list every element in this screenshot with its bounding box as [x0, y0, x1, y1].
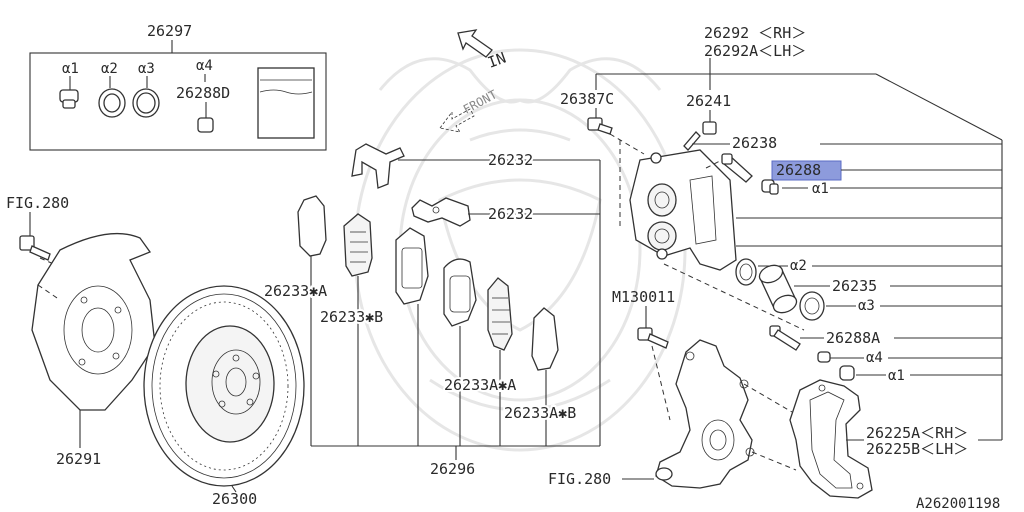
- kit-dust-boot-part: [59, 89, 79, 109]
- fig280-bottom-label: FIG.280: [548, 470, 611, 488]
- brake-pad-ab-part: [531, 307, 559, 371]
- guide-pin-a-label: 26288A: [826, 329, 880, 347]
- brake-rotor-part: [143, 285, 305, 487]
- piston-label: 26235: [832, 277, 877, 295]
- alpha4-label: α4: [866, 350, 883, 366]
- kit-box: [29, 52, 327, 151]
- brake-pad-b-part: [343, 213, 373, 277]
- alpha3-label: α3: [858, 298, 875, 314]
- kit-alpha3-label: α3: [138, 61, 155, 77]
- guide-pin-a-part: [769, 325, 801, 351]
- kit-piston-seal-part: [98, 88, 126, 118]
- kit-pin-part: [197, 117, 214, 133]
- pad-clip-lower-label: 26232: [488, 205, 533, 223]
- caliper-piston-part: [758, 264, 798, 314]
- caliper-lh-label: 26292A＜LH＞: [704, 42, 806, 60]
- pin-sleeve-part: [817, 351, 831, 363]
- alpha1-top-label: α1: [812, 181, 829, 197]
- in-label: IN: [485, 49, 508, 72]
- support-rh-label: 26225A＜RH＞: [866, 424, 968, 442]
- piston-boot-part: [799, 291, 825, 321]
- brake-pad-aa-part: [487, 277, 513, 351]
- pad-clip-upper-label: 26232: [488, 151, 533, 169]
- alpha1-bottom-label: α1: [888, 368, 905, 384]
- rotor-part-number: 26300: [212, 490, 257, 508]
- piston-seal-part: [735, 258, 757, 286]
- front-label: FRONT: [461, 87, 499, 116]
- pad-ab-label: 26233A✱B: [504, 404, 576, 422]
- guide-pin-part: [721, 153, 753, 183]
- backing-shield-part: [31, 232, 156, 411]
- pad-aa-label: 26233A✱A: [444, 376, 516, 394]
- bleeder-cap-label: 26238: [732, 134, 777, 152]
- caliper-rh-label: 26292 ＜RH＞: [704, 24, 806, 42]
- bolt-m-label: M130011: [612, 288, 675, 306]
- bleeder-label: 26241: [686, 92, 731, 110]
- kit-grease-packet: [257, 67, 315, 139]
- knuckle-bolt-part: [637, 327, 669, 349]
- reference-code: A262001198: [916, 496, 1000, 512]
- brake-pad-a-part: [297, 195, 327, 257]
- kit-alpha2-label: α2: [101, 61, 118, 77]
- fig280-top-label: FIG.280: [6, 194, 69, 212]
- in-direction-arrow: IN: [457, 29, 508, 72]
- steering-knuckle-part: [655, 339, 755, 489]
- bleeder-screw-part: [683, 121, 717, 151]
- brake-pad-inner-part: [395, 227, 429, 305]
- pad-clip-lower-part: [411, 197, 471, 227]
- shield-part-number: 26291: [56, 450, 101, 468]
- brake-pad-outer-part: [443, 258, 477, 327]
- caliper-support-part: [789, 379, 873, 499]
- pad-b-label: 26233✱B: [320, 308, 383, 326]
- kit-alpha4-label: α4: [196, 58, 213, 74]
- kit-pin-label: 26288D: [176, 84, 230, 102]
- kit-alpha1-label: α1: [62, 61, 79, 77]
- shield-bolt-part: [19, 235, 51, 261]
- guide-pin-label[interactable]: 26288: [776, 161, 821, 179]
- caliper-body-part: [629, 149, 737, 271]
- alpha2-label: α2: [790, 258, 807, 274]
- front-direction-arrow: FRONT: [439, 87, 499, 133]
- pin-boot-top-part: [761, 179, 779, 195]
- pad-set-label: 26296: [430, 460, 475, 478]
- support-lh-label: 26225B＜LH＞: [866, 440, 968, 458]
- bolt-c-label: 26387C: [560, 90, 614, 108]
- pin-boot-bottom-part: [839, 365, 855, 381]
- kit-piston-boot-part: [132, 88, 160, 118]
- repair-kit-group: 26297 α1 α2 α3 α4 26288D: [29, 22, 327, 151]
- kit-number-label: 26297: [147, 22, 192, 40]
- pad-clip-upper-part: [351, 143, 405, 189]
- pad-a-label: 26233✱A: [264, 282, 327, 300]
